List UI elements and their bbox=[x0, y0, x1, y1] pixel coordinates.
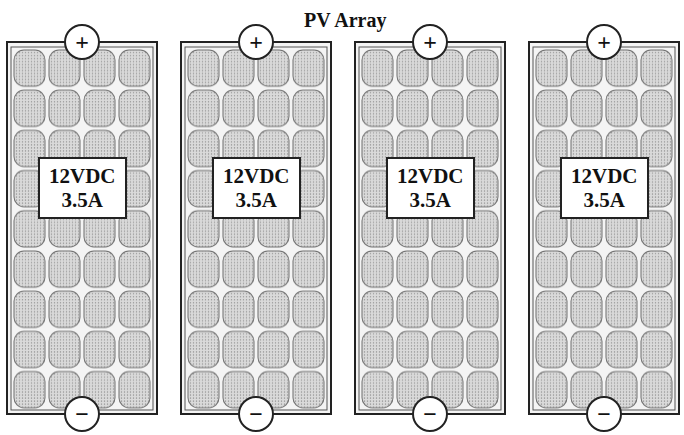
terminal-circle: + bbox=[64, 24, 100, 60]
rating-label: 12VDC 3.5A bbox=[212, 157, 301, 219]
terminal-circle: − bbox=[412, 396, 448, 432]
terminal-sign: − bbox=[597, 402, 611, 426]
terminal-circle: − bbox=[64, 396, 100, 432]
terminal-sign: − bbox=[423, 402, 437, 426]
terminal-sign: + bbox=[75, 30, 89, 54]
pv-module bbox=[7, 42, 157, 414]
terminal-sign: + bbox=[249, 30, 263, 54]
pv-module bbox=[529, 42, 679, 414]
rating-label: 12VDC 3.5A bbox=[386, 157, 475, 219]
rating-label: 12VDC 3.5A bbox=[560, 157, 649, 219]
rating-text: 12VDC 3.5A bbox=[49, 164, 116, 212]
rating-text: 12VDC 3.5A bbox=[571, 164, 638, 212]
rating-text: 12VDC 3.5A bbox=[397, 164, 464, 212]
terminal-sign: − bbox=[75, 402, 89, 426]
rating-text: 12VDC 3.5A bbox=[223, 164, 290, 212]
terminal-circle: − bbox=[586, 396, 622, 432]
terminal-sign: + bbox=[423, 30, 437, 54]
terminal-circle: − bbox=[238, 396, 274, 432]
terminal-circle: + bbox=[412, 24, 448, 60]
terminal-sign: − bbox=[249, 402, 263, 426]
rating-label: 12VDC 3.5A bbox=[38, 157, 127, 219]
pv-module bbox=[181, 42, 331, 414]
terminal-circle: + bbox=[238, 24, 274, 60]
diagram-title: PV Array bbox=[304, 9, 386, 32]
terminal-circle: + bbox=[586, 24, 622, 60]
terminal-sign: + bbox=[597, 30, 611, 54]
pv-module bbox=[355, 42, 505, 414]
